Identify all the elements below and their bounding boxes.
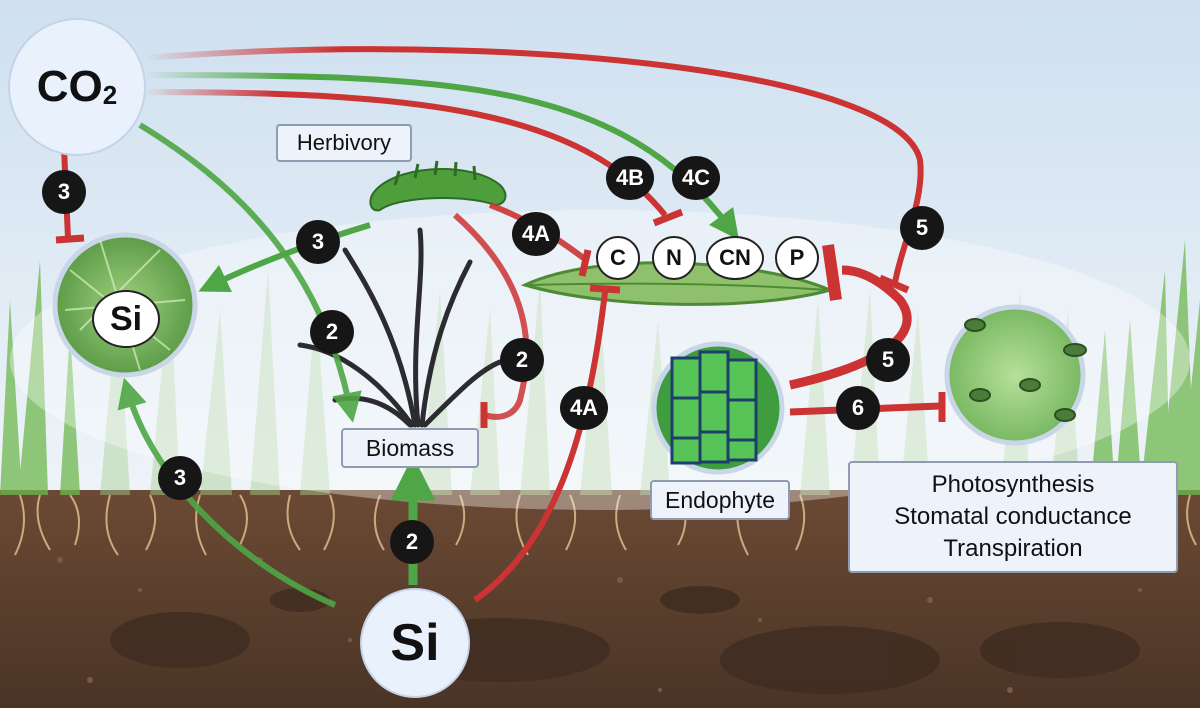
soil-si-to-leaf-inhibit-line: [473, 291, 608, 603]
leaf-si-text: Si: [109, 299, 143, 338]
soil-si-node: Si: [360, 588, 470, 698]
badge-herbivory-nutrients: 4A: [512, 212, 560, 256]
co2-to-si-inhibit-bar: [55, 234, 85, 244]
co2-subscript: 2: [102, 79, 118, 110]
nutrient-p: P: [775, 236, 819, 280]
badge-soil-si-leaf-si: 3: [158, 456, 202, 500]
grass-plant-icon: [297, 227, 503, 428]
stomata-pores: [964, 318, 1087, 422]
endophyte-cells: [670, 350, 758, 465]
badge-co2-nutrients-c: 4C: [672, 156, 720, 200]
soil-si-to-leaf-inhibit-bar: [589, 284, 621, 294]
nutrient-n: N: [652, 236, 696, 280]
biomass-label: Biomass: [341, 428, 479, 468]
stomata-micrograph: [944, 304, 1086, 446]
stomatal-conductance-text: Stomatal conductance: [894, 503, 1132, 530]
photosynthesis-text: Photosynthesis: [931, 471, 1095, 498]
endophyte-to-p-inhibit-line: [789, 265, 912, 390]
soil-si-text: Si: [390, 614, 440, 672]
badge-soil-si-nutrients: 4A: [560, 386, 608, 430]
endophyte-to-p-inhibit-bar: [822, 244, 842, 301]
roots: [14, 494, 1197, 556]
stomatal-function-box: Photosynthesis Stomatal conductance Tran…: [848, 461, 1178, 573]
co2-label: CO: [36, 62, 103, 111]
badge-soil-si-biomass: 2: [390, 520, 434, 564]
badge-herbivory-biomass: 2: [500, 338, 544, 382]
herbivory-to-c-inhibit-bar: [578, 249, 592, 277]
badge-endophyte-stomata: 5: [866, 338, 910, 382]
nutrient-c: C: [596, 236, 640, 280]
co2-to-p-inhibit-bar: [878, 274, 910, 294]
badge-herbivory-si: 3: [296, 220, 340, 264]
background-grass: [0, 240, 1200, 495]
badge-co2-p: 5: [900, 206, 944, 250]
badge-co2-nutrients-b: 4B: [606, 156, 654, 200]
badge-co2-biomass: 2: [310, 310, 354, 354]
leaf-si-label: Si: [92, 290, 160, 348]
soil-si-to-leaf-si-promote-line: [117, 377, 337, 608]
nutrient-cn: CN: [706, 236, 764, 280]
badge-endophyte-stomata-6: 6: [836, 386, 880, 430]
co2-to-n-inhibit-bar: [652, 208, 684, 227]
badge-co2-si: 3: [42, 170, 86, 214]
transpiration-text: Transpiration: [943, 535, 1083, 562]
endophyte-label: Endophyte: [650, 480, 790, 520]
herbivory-label: Herbivory: [276, 124, 412, 162]
soil-dots: [57, 557, 1142, 693]
herbivory-to-si-promote-line: [198, 222, 371, 293]
